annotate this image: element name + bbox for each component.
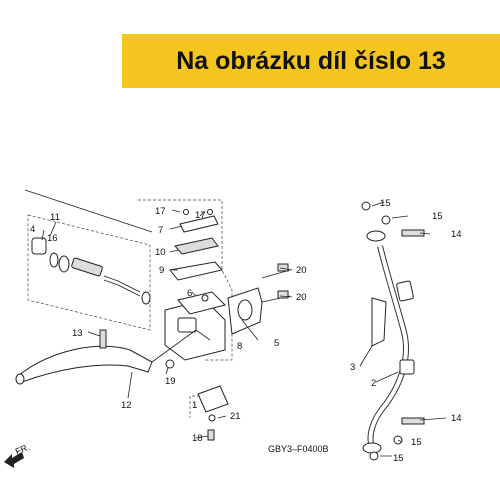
piston-parts [31,237,151,305]
part-label-16: 16 [47,233,58,244]
hose-clamp [399,359,415,375]
part-label-20-b: 20 [296,292,307,303]
part-label-21: 21 [230,411,241,422]
hose-banjo-top [366,230,386,242]
part-label-20-a: 20 [296,265,307,276]
pivot-bolt [99,329,107,349]
bolt-14-bottom [401,417,425,425]
part-label-15-c: 15 [411,437,422,448]
part-label-19: 19 [165,376,176,387]
washer-15-b [381,215,391,225]
brake-lever [15,329,211,385]
diaphragm-plate [174,237,219,255]
reservoir-cap [179,215,219,233]
master-cylinder [138,199,233,361]
sight-glass [177,317,197,333]
part-label-7: 7 [158,225,163,236]
float [201,294,209,302]
part-label-13: 13 [72,328,83,339]
switch-screw [207,429,215,441]
headline-banner: Na obrázku díl číslo 13 [122,34,500,88]
lever-tip [15,373,25,385]
part-label-5: 5 [274,338,279,349]
washer [58,255,70,273]
part-label-9: 9 [159,265,164,276]
front-label: FR. [14,442,31,457]
diaphragm [169,261,223,281]
part-label-10: 10 [155,247,166,258]
cap-screw-a [183,209,189,215]
spring [103,275,141,297]
spring-seat [141,291,151,305]
part-label-14-top: 14 [451,229,462,240]
leader-lines [41,201,447,457]
diagram-code: GBY3–F0400B [268,444,329,454]
brake-switch [189,385,229,441]
part-label-1: 1 [192,400,197,411]
boot [31,237,47,255]
cap-screw-b [207,209,213,215]
headline-text: Na obrázku díl číslo 13 [176,46,446,75]
washer-15-c [369,451,379,461]
switch-washer [208,414,216,422]
switch [197,385,229,413]
part-label-3: 3 [350,362,355,373]
part-label-14-bottom: 14 [451,413,462,424]
front-arrow-icon [4,452,24,468]
bolt-20a [277,263,289,272]
part-label-6: 6 [187,288,192,299]
lever-body [17,345,153,383]
reservoir [177,291,226,315]
part-label-8: 8 [237,341,242,352]
hose-bracket [371,297,387,347]
part-label-2: 2 [371,378,376,389]
pivot-nut [165,359,175,369]
washer-15-a [361,201,371,211]
hose-banjo-bottom [362,442,382,454]
brake-hose [361,201,425,461]
piston-assembly-frame [24,189,153,331]
bolt-20b [277,290,289,299]
part-label-15-d: 15 [393,453,404,464]
part-label-17-a: 17 [155,206,166,217]
part-label-15-a: 15 [380,198,391,209]
piston [71,257,103,277]
part-numbers: 1 2 3 4 5 6 7 8 9 10 11 12 13 14 14 15 1… [30,198,462,464]
part-label-15-b: 15 [432,211,443,222]
part-label-4: 4 [30,224,35,235]
part-label-18: 18 [192,433,203,444]
front-direction-marker: FR. [4,442,31,468]
part-label-17-b: 17 [195,210,206,221]
part-label-11: 11 [50,212,60,223]
part-label-12: 12 [121,400,132,411]
holder-clamp [227,263,291,335]
clamp-hole [237,299,253,321]
circlip [49,252,59,268]
hose-guide [396,280,414,302]
